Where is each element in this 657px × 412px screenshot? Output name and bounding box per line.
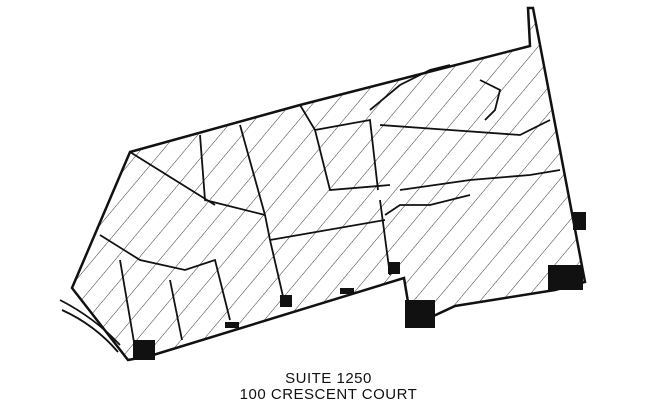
structural-columns	[133, 212, 586, 360]
address-label: 100 CRESCENT COURT	[239, 386, 418, 403]
floor-plan	[59, 6, 587, 362]
suite-label: SUITE 1250	[285, 370, 372, 387]
